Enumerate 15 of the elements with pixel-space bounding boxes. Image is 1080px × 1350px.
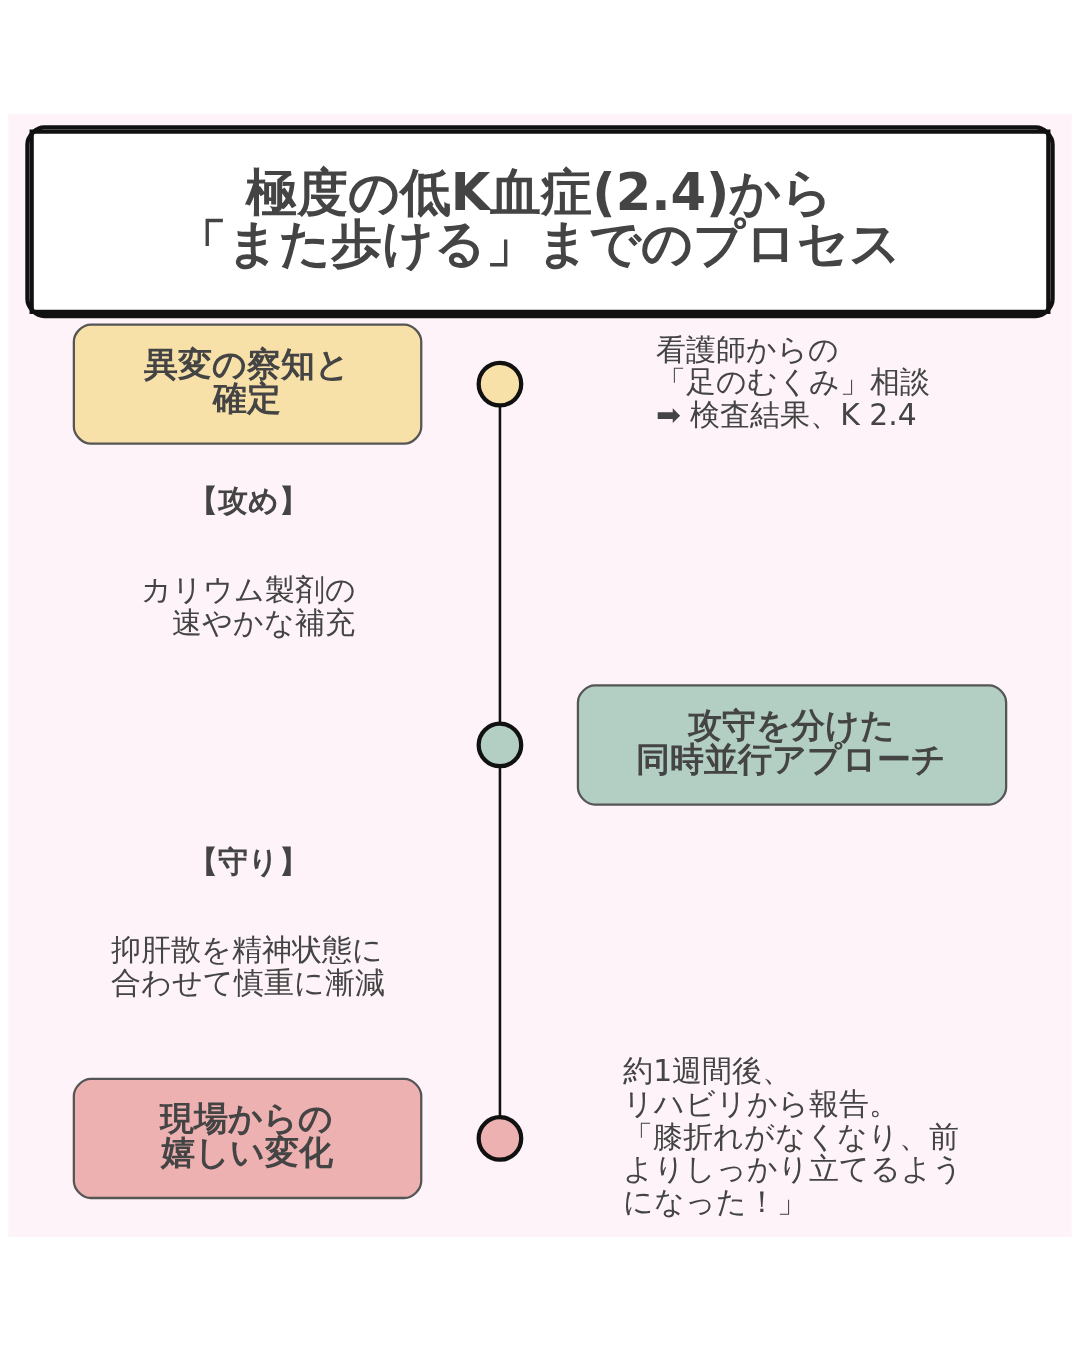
connector [498, 765, 502, 1117]
label: 約1週間後、リハビリから報告。「膝折れがなくなり、前よりしっかり立てるようになった！」 [623, 1052, 964, 1219]
diagram-title: 極度の低K血症(2.4)から「また歩ける」までのプロセス [176, 162, 902, 273]
node-circle [476, 360, 524, 407]
node-circle [476, 1114, 524, 1162]
label: 【守り】 [188, 843, 309, 879]
node-box: 攻守を分けた同時並行アプローチ [576, 683, 1008, 806]
node-box: 現場からの嬉しい変化 [72, 1077, 423, 1199]
node-box: 異変の察知と確定 [72, 322, 423, 445]
label: 看護師からの「足のむくみ」相談➡ 検査結果、K 2.4 [655, 331, 930, 432]
label: 【攻め】 [188, 482, 309, 518]
connector [498, 405, 502, 723]
node-circle [476, 721, 524, 768]
label: カリウム製剤の速やかな補充 [141, 571, 357, 640]
label: 抑肝散を精神状態に合わせて慎重に漸減 [111, 931, 386, 1000]
